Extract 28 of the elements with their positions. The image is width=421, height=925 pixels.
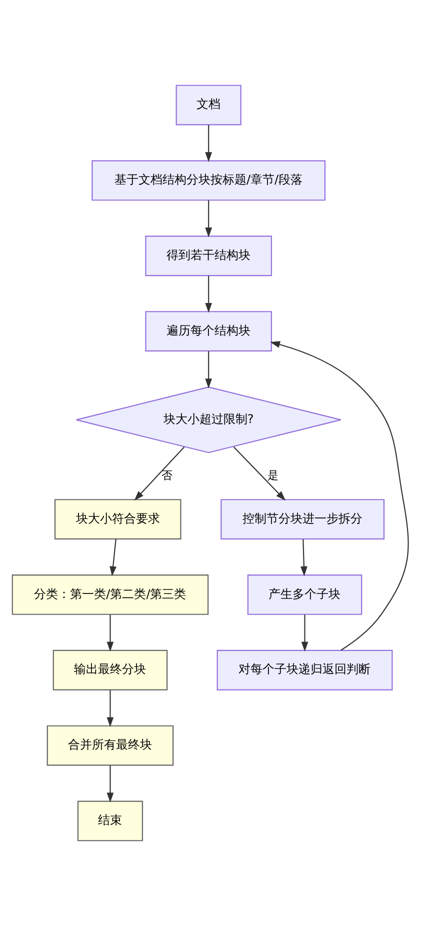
node-box: 结束	[77, 800, 143, 841]
arrow	[205, 275, 212, 312]
node-box: 合并所有最终块	[46, 724, 174, 766]
node-box: 产生多个子块	[247, 574, 362, 614]
edge-label: 否	[162, 468, 173, 482]
node-box: 基于文档结构分块按标题/章节/段落	[92, 160, 326, 200]
arrow	[233, 446, 286, 500]
node-box: 得到若干结构块	[145, 235, 272, 276]
node-box: 控制节分块进一步拆分	[220, 498, 385, 540]
arrow	[134, 446, 185, 500]
arrow	[106, 764, 114, 802]
node-box: 对每个子块递归返回判断	[216, 649, 393, 690]
arrow	[300, 538, 308, 576]
arrow	[205, 124, 212, 162]
arrow	[205, 350, 212, 388]
edge-label: 是	[268, 468, 279, 482]
arrow	[301, 614, 308, 652]
node-box: 块大小符合要求	[54, 498, 182, 540]
arrow	[270, 340, 409, 650]
node-box: 遍历每个结构块	[145, 310, 272, 352]
node-box: 文档	[176, 84, 242, 125]
node-diamond: 块大小超过限制?	[76, 386, 342, 453]
arrow	[106, 614, 114, 652]
node-box: 分类：第一类/第二类/第三类	[12, 574, 209, 614]
arrow	[106, 690, 114, 727]
node-box: 输出最终分块	[52, 649, 168, 690]
arrow	[110, 538, 116, 576]
arrow	[205, 200, 212, 237]
